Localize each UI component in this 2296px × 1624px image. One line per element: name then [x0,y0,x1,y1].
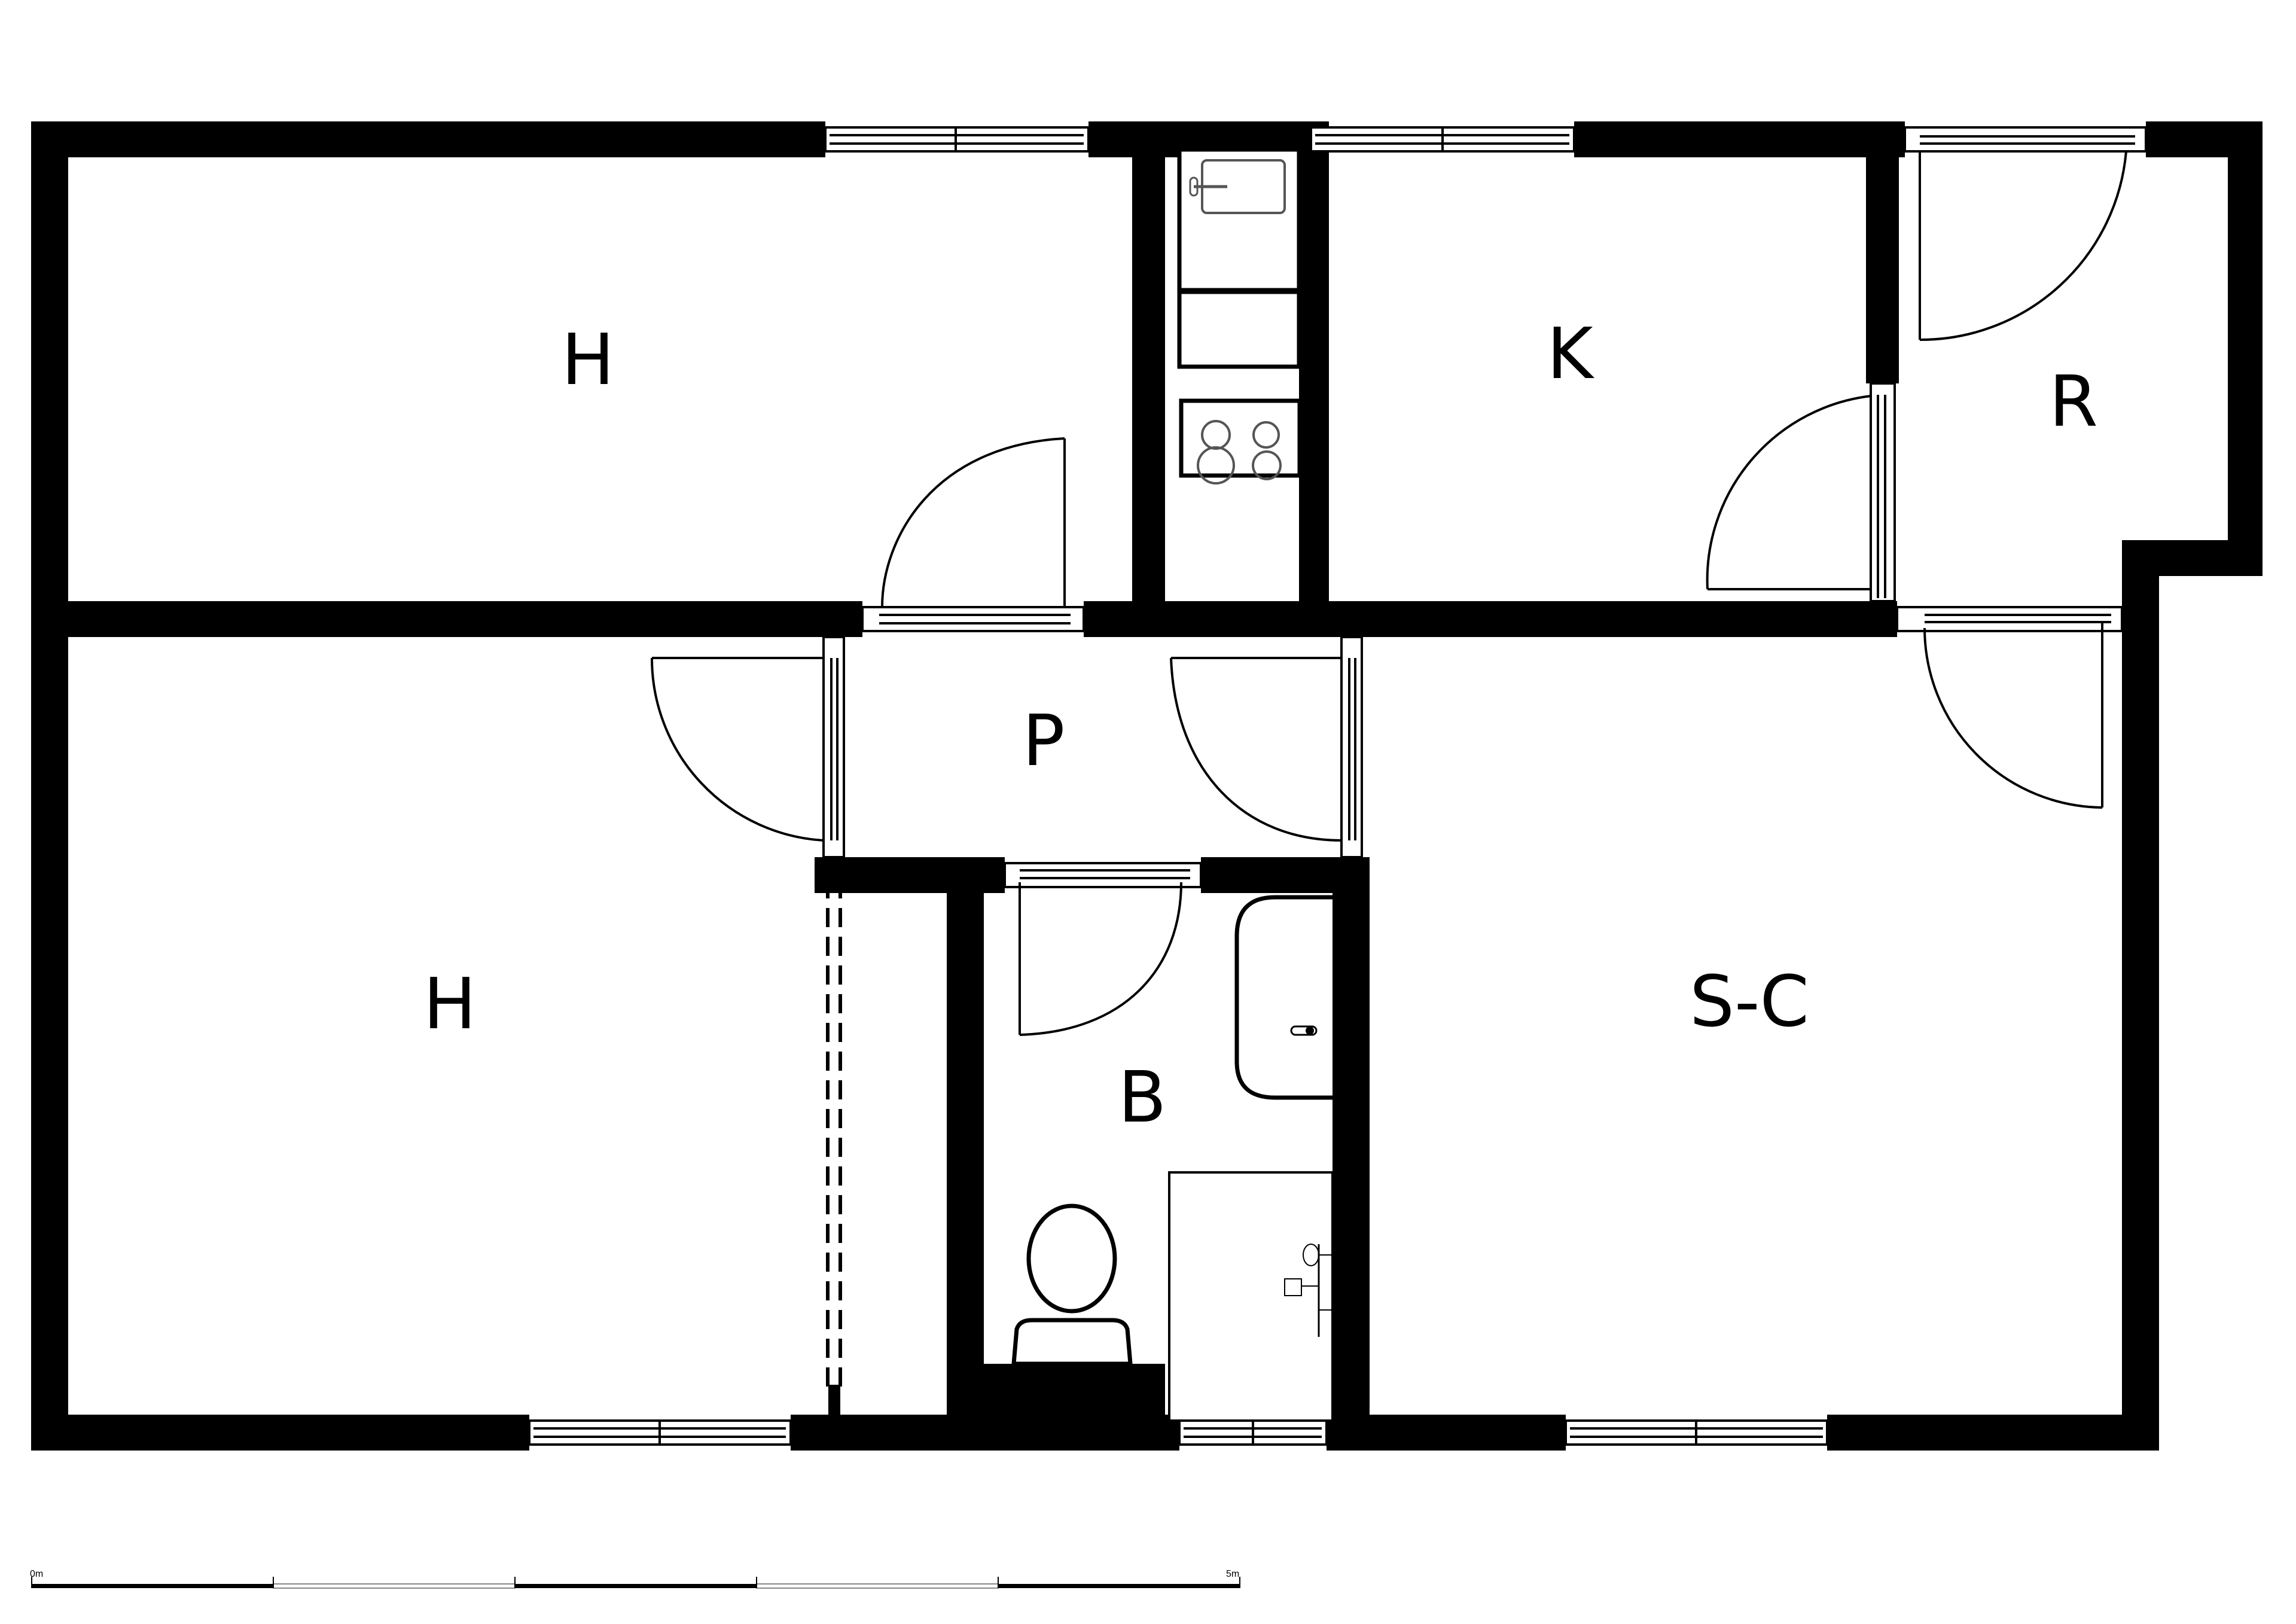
door-storage-living [1896,606,2123,809]
window-top-bedroom [824,126,1090,153]
window-bathroom [1178,1419,1328,1446]
room-label-hallway: P [1022,699,1065,782]
interior-walls [31,121,1899,1451]
window-living [1565,1419,1828,1446]
doors [650,126,2147,1394]
room-label-storage: R [2049,360,2098,443]
door-kitchen-storage [1706,382,1896,602]
kitchen-sink-icon [1177,147,1301,292]
scale-end-label: 5m [1226,1569,1239,1579]
bathroom-sink-icon [1234,895,1333,1100]
door-bottom-bedroom [650,636,845,858]
room-label-bathroom: B [1118,1056,1167,1138]
windows [528,126,1828,1446]
toilet-icon [1011,1203,1133,1366]
room-label-bedroom-bottom: H [423,962,477,1045]
scale-bar: 0m 5m [30,1569,1240,1589]
window-bottom-bedroom [528,1419,792,1446]
exterior-walls [31,121,2263,1451]
cooktop-icon [1177,290,1301,369]
room-label-bedroom-top: H [562,318,615,401]
room-label-living-dining: S-C [1690,960,1809,1043]
door-entrance [1904,126,2147,342]
door-living [1170,636,1363,858]
shower-icon [1168,1171,1334,1422]
scale-start-label: 0m [30,1569,43,1579]
room-labels: H K R P H B S-C [423,312,2098,1138]
window-kitchen [1310,126,1575,153]
hob-icon [1179,398,1302,485]
door-bathroom [1004,862,1202,1036]
fixtures [1011,147,1334,1422]
door-top-bedroom [861,437,1085,632]
closet-sliding-door [826,879,842,1394]
room-label-kitchen: K [1547,312,1594,395]
